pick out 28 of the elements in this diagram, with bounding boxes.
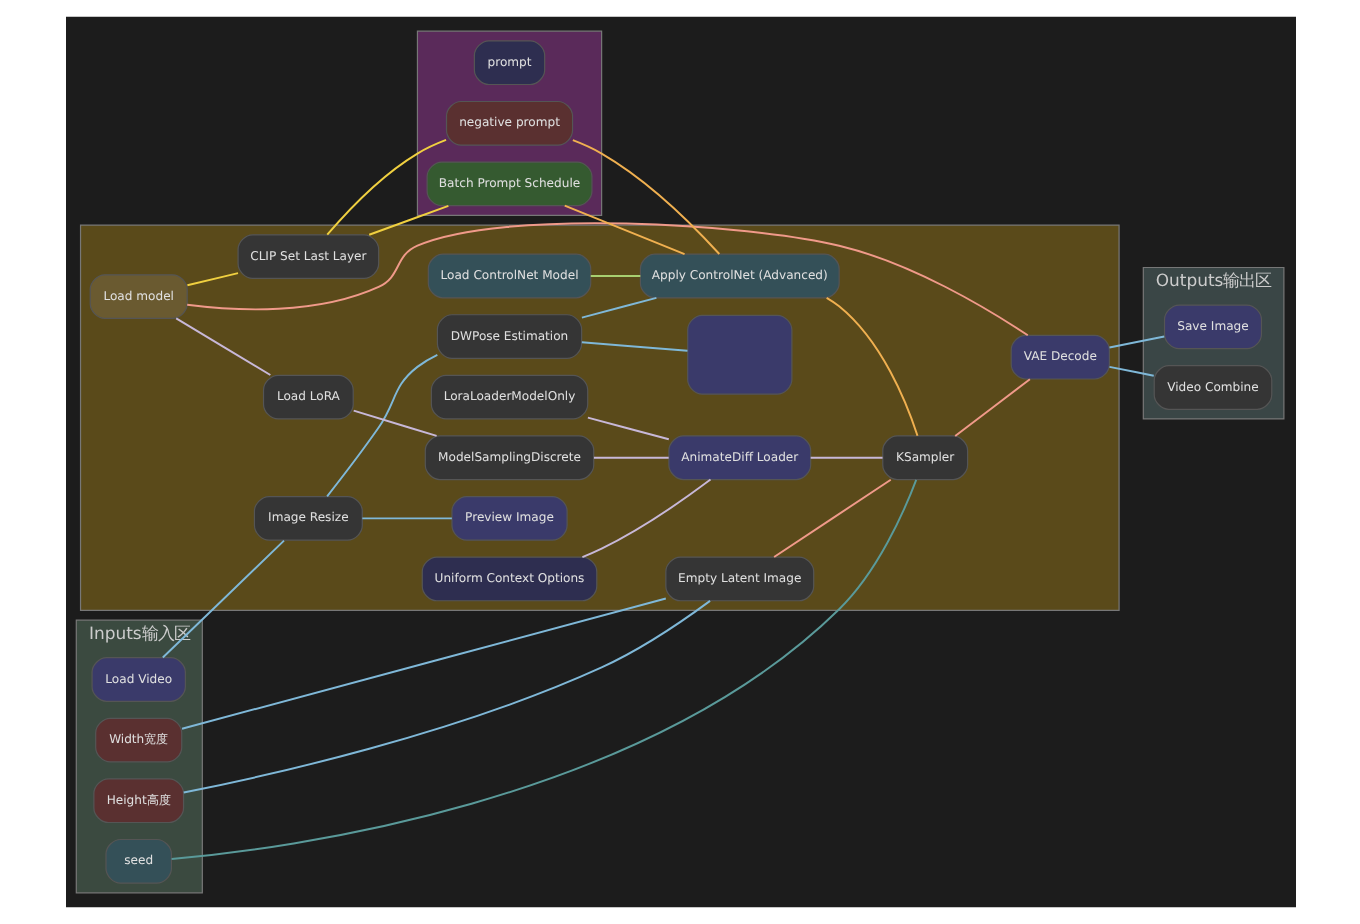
connector	[185, 222, 1028, 337]
connector	[824, 296, 918, 437]
connector	[580, 478, 711, 559]
connector	[808, 456, 883, 459]
connector	[953, 378, 1030, 437]
connector	[1107, 365, 1154, 377]
connector	[585, 416, 669, 441]
connector	[592, 456, 669, 459]
connector	[570, 139, 720, 255]
connector	[562, 204, 685, 256]
connector	[579, 341, 688, 352]
connector	[772, 478, 891, 558]
connector	[588, 275, 641, 277]
connector	[181, 599, 711, 794]
connector	[325, 139, 447, 236]
connector	[360, 517, 452, 520]
connector	[367, 204, 449, 236]
connector	[579, 296, 657, 319]
connector	[351, 409, 437, 437]
connector	[325, 353, 438, 498]
connector	[174, 317, 271, 376]
connector	[169, 478, 917, 860]
cluster	[415, 30, 602, 216]
connector	[1107, 335, 1165, 349]
node-box	[686, 314, 792, 395]
connector	[160, 539, 284, 659]
connector	[180, 597, 666, 730]
connector	[185, 272, 238, 287]
